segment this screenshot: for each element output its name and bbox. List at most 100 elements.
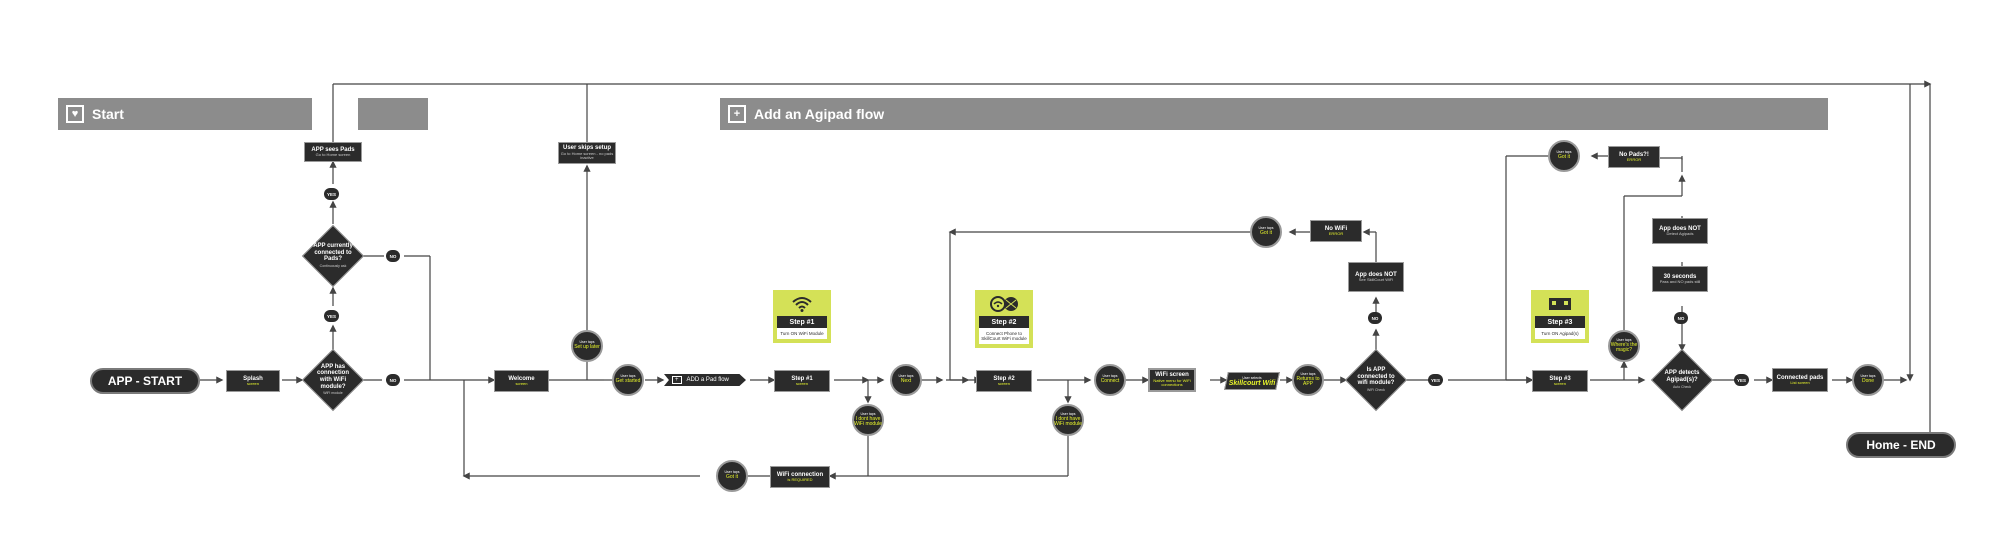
- wifi-conn-sub: is REQUIRED: [787, 477, 813, 483]
- wifi-screen-node: WiFi screen Native menu for WiFi connect…: [1148, 368, 1196, 392]
- wifi-conn-title: WiFi connection: [776, 471, 824, 478]
- welcome-screen-node: Welcome screen: [494, 370, 549, 392]
- no-tag: NO: [386, 250, 400, 262]
- tap-main: Got it: [726, 474, 738, 481]
- is-connected-wifi-decision: Is APP connected to wifi module?WiFi Che…: [1344, 348, 1408, 412]
- decision-text: APP detects Agipad(s)?: [1664, 370, 1700, 384]
- wifi-screen-sub: Native menu for WiFi connections: [1153, 377, 1191, 388]
- tap-top: User taps: [1258, 226, 1274, 231]
- step1-title: Step #1: [791, 375, 813, 382]
- app-not-wifi-title: App does NOT: [1355, 271, 1397, 278]
- detects-agipads-decision: APP detects Agipad(s)?Auto Check: [1650, 348, 1714, 412]
- decision-text: APP currently connected to Pads?: [313, 243, 353, 263]
- phone-ball-icon: [989, 294, 1019, 314]
- start-section-banner-extension: [358, 98, 428, 130]
- home-end-terminal: Home - END: [1846, 432, 1956, 458]
- app-not-pads-title: App does NOT: [1659, 225, 1701, 232]
- no-pads-sub: ERROR: [1626, 157, 1642, 163]
- start-banner-label: Start: [92, 106, 124, 122]
- connected-pads-sub: List screen: [1790, 380, 1810, 386]
- user-skips-setup-node: User skips setup Go to Home screen - no …: [558, 142, 616, 164]
- step2-sub: screen: [997, 381, 1010, 387]
- tap-main: Done: [1862, 378, 1874, 385]
- tap-main: Returns to APP: [1296, 375, 1320, 387]
- tap-top: User taps: [1616, 337, 1632, 342]
- tap-top: User taps: [1102, 374, 1118, 379]
- tap-top: User taps: [620, 374, 636, 379]
- yes-tag: YES: [1734, 374, 1750, 386]
- sees-pads-title: APP sees Pads: [311, 146, 355, 153]
- tap-main: Got it: [1558, 154, 1570, 161]
- decision-text: Is APP connected to wifi module?: [1357, 367, 1395, 387]
- plus-icon: +: [672, 376, 682, 384]
- connected-pads-title: Connected pads: [1776, 374, 1824, 381]
- wifi-connection-required-node: WiFi connection is REQUIRED: [770, 466, 830, 488]
- welcome-title: Welcome: [508, 375, 535, 382]
- tap-main: I dont have WiFi module: [854, 415, 882, 427]
- no-wifi-title: No WiFi: [1324, 225, 1348, 232]
- step3-screen-node: Step #3 screen: [1532, 370, 1588, 392]
- tap-top: User taps: [1860, 374, 1876, 379]
- decision-sub: Auto Check: [1672, 384, 1692, 389]
- no-pads-title: No Pads?!: [1619, 151, 1649, 158]
- user-selects-top: User selects: [1242, 375, 1262, 380]
- tap-top: User taps: [898, 374, 914, 379]
- has-wifi-connection-decision: APP has connection with WiFi module?WiFi…: [301, 348, 365, 412]
- no-wifi-error-node: No WiFi ERROR: [1310, 220, 1362, 242]
- decision-text: APP has connection with WiFi module?: [316, 363, 349, 390]
- splash-screen-node: Splash screen: [226, 370, 280, 392]
- app-sees-pads-node: APP sees Pads Go to Home screen: [304, 142, 362, 162]
- tap-main: Get started: [615, 378, 641, 385]
- thirty-seconds-node: 30 seconds Pass and NO pads still: [1652, 266, 1708, 292]
- step3-card-body: Turn ON Agipad(s): [1535, 328, 1585, 340]
- step2-card-body: Connect Phone to SkillCourt WiFi module: [979, 328, 1029, 345]
- step2-title: Step #2: [993, 375, 1015, 382]
- user-selects-wifi-label: User selects Skillcourt Wifi: [1226, 372, 1278, 390]
- add-pad-flow-tab: + ADD a Pad flow: [664, 374, 746, 386]
- app-start-terminal: APP - START: [90, 368, 200, 394]
- currently-connected-decision: APP currently connected to Pads?Continuo…: [301, 224, 365, 288]
- user-selects-main: Skillcourt Wifi: [1228, 379, 1276, 387]
- tap-top: User taps: [579, 340, 595, 345]
- step1-card-body: Turn ON WiFi Module: [777, 328, 827, 340]
- decision-sub: WiFi module: [323, 391, 343, 396]
- step1-card: Step #1 Turn ON WiFi Module: [773, 290, 831, 344]
- no-tag: NO: [1674, 312, 1688, 324]
- connected-pads-node: Connected pads List screen: [1772, 368, 1828, 392]
- no-pads-error-node: No Pads?! ERROR: [1608, 146, 1660, 168]
- tap-top: User taps: [724, 470, 740, 475]
- splash-title: Splash: [243, 375, 263, 382]
- app-does-not-detect-node: App does NOT Detect Agipads: [1652, 218, 1708, 244]
- no-tag: NO: [1368, 312, 1382, 324]
- wifi-screen-title: WiFi screen: [1155, 372, 1189, 379]
- start-section-banner: ♥ Start: [58, 98, 312, 130]
- heart-icon: ♥: [66, 105, 84, 123]
- agipad-flow-banner: + Add an Agipad flow: [720, 98, 1828, 130]
- step2-card: Step #2 Connect Phone to SkillCourt WiFi…: [975, 290, 1033, 349]
- step2-card-label: Step #2: [979, 316, 1029, 328]
- tap-top: User taps: [1060, 411, 1076, 416]
- tap-main: Next: [900, 378, 912, 385]
- tap-main: Set up later: [574, 344, 600, 351]
- tap-top: User taps: [1300, 371, 1316, 376]
- step1-sub: screen: [795, 381, 808, 387]
- plus-icon: +: [728, 105, 746, 123]
- skips-setup-title: User skips setup: [562, 145, 612, 152]
- add-pad-flow-label: ADD a Pad flow: [686, 377, 729, 383]
- step3-card: Step #3 Turn ON Agipad(s): [1531, 290, 1589, 344]
- app-does-not-see-wifi-node: App does NOT See SkillCourt WiFi: [1348, 262, 1404, 292]
- splash-sub: screen: [246, 381, 259, 387]
- yes-tag: YES: [1428, 374, 1444, 386]
- agipad-flow-banner-label: Add an Agipad flow: [754, 106, 885, 122]
